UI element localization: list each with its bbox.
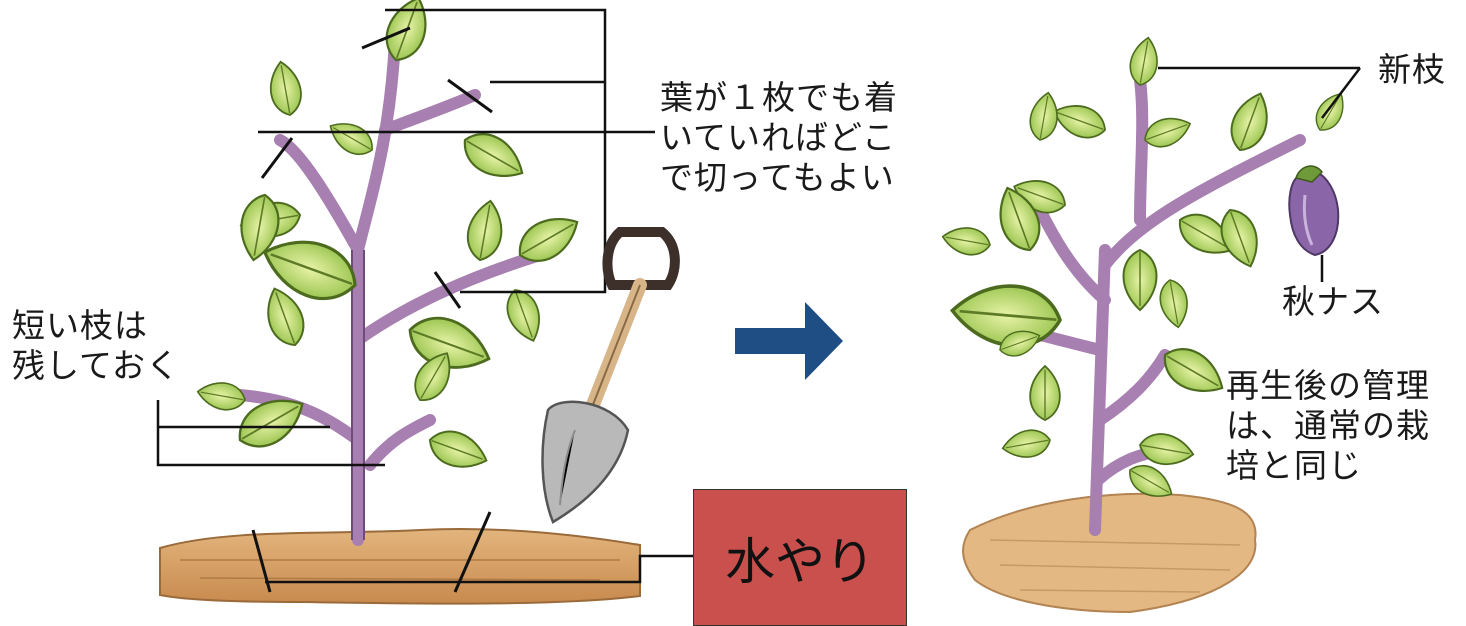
after-care-label: 再生後の管理 は、通常の栽 培と同じ: [1226, 366, 1430, 486]
cut-marks: [251, 26, 493, 593]
leaf-note-line-3: で切ってもよい: [660, 158, 895, 197]
leader-lines-right: [1158, 66, 1361, 282]
after-care-line-1: 再生後の管理: [1226, 366, 1430, 405]
short-branch-label: 短い枝は 残しておく: [12, 306, 180, 386]
new-branch-text: 新枝: [1378, 50, 1446, 89]
after-care-line-3: 培と同じ: [1226, 446, 1362, 485]
watering-label: 水やり: [725, 532, 875, 591]
shovel-icon: [541, 227, 680, 524]
right-soil: [962, 492, 1257, 614]
eggplant-icon: [1288, 165, 1340, 257]
short-branch-line-2: 残しておく: [12, 346, 181, 385]
right-arrow-icon: [735, 302, 843, 380]
leader-lines-left: [156, 8, 693, 584]
akinasu-text: 秋ナス: [1282, 282, 1384, 321]
leaf-note-line-2: いていればどこ: [660, 118, 897, 157]
akinasu-label: 秋ナス: [1282, 282, 1384, 322]
left-soil: [159, 528, 641, 605]
new-branch-label: 新枝: [1378, 50, 1446, 90]
watering-label-box: 水やり: [693, 489, 907, 626]
leaf-note-label: 葉が１枚でも着 いていればどこ で切ってもよい: [660, 78, 898, 198]
after-care-line-2: は、通常の栽: [1226, 406, 1430, 445]
short-branch-line-1: 短い枝は: [12, 306, 148, 345]
leaf-note-line-1: 葉が１枚でも着: [660, 78, 898, 117]
